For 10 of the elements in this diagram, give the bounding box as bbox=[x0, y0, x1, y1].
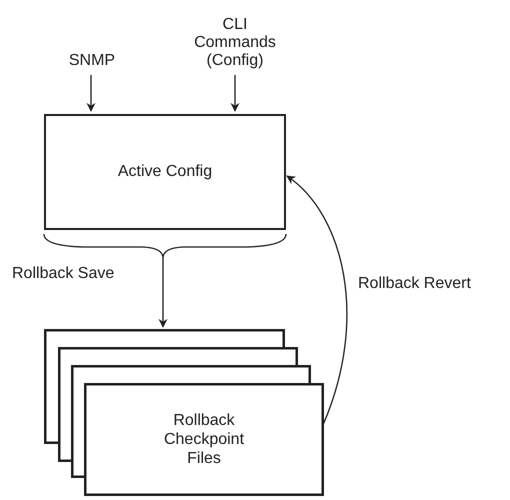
file-stack bbox=[44, 329, 325, 497]
node-text: Rollback Checkpoint Files bbox=[162, 411, 246, 468]
arrow bbox=[43, 233, 287, 328]
node-text: Active Config bbox=[118, 163, 212, 181]
node-text: CLI Commands (Config) bbox=[193, 16, 277, 70]
arrow bbox=[86, 75, 96, 112]
process-box bbox=[44, 114, 286, 230]
arrow bbox=[286, 175, 348, 426]
node-text: SNMP bbox=[68, 52, 116, 70]
arrow bbox=[230, 75, 240, 112]
